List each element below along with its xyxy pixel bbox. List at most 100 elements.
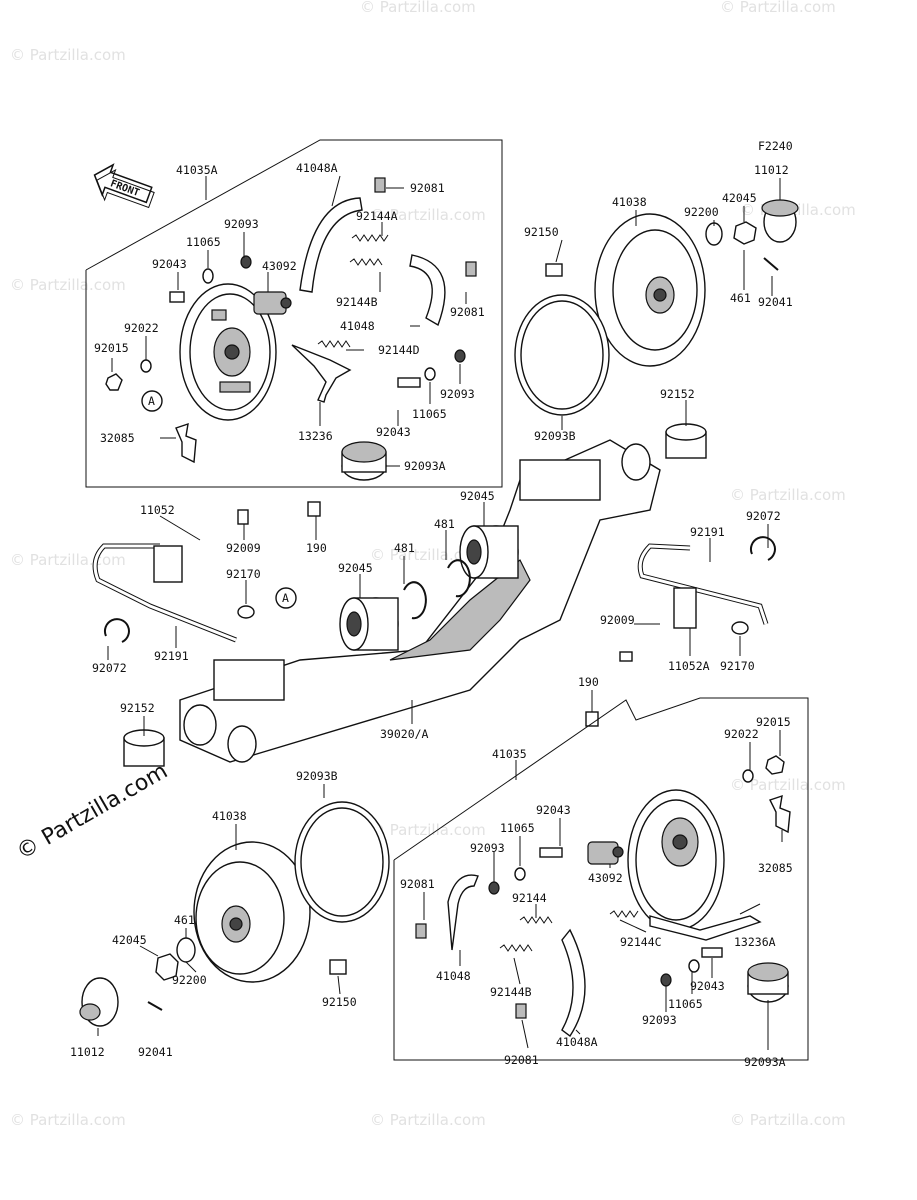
brake-drum-bot <box>193 841 311 983</box>
washer-92093-top2 <box>454 349 466 363</box>
nut-42045-top <box>733 221 757 245</box>
brake-shoe-top-1 <box>299 197 363 293</box>
collar-92152-bot <box>123 729 165 767</box>
label-41048a-top: 41048A <box>296 161 338 175</box>
axle-housing-39020a <box>179 439 661 763</box>
figure-code: F2240 <box>758 139 793 153</box>
label-92009-right: 92009 <box>600 613 635 627</box>
label-32085-bot: 32085 <box>758 861 793 875</box>
label-190-top: 190 <box>306 541 327 555</box>
label-92200-top: 92200 <box>684 205 719 219</box>
label-92200-bot: 92200 <box>172 973 207 987</box>
label-11012-bot: 11012 <box>70 1045 105 1059</box>
label-92152-bot: 92152 <box>120 701 155 715</box>
washer-92093-bot2 <box>660 973 672 987</box>
label-92093-bot2: 92093 <box>642 1013 677 1027</box>
label-92022-top: 92022 <box>124 321 159 335</box>
label-92072-left: 92072 <box>92 661 127 675</box>
clamp-92170-right <box>731 621 749 635</box>
clip-92081-bot1 <box>415 923 427 939</box>
brake-shoe-top-2 <box>409 254 446 327</box>
label-92045-mid: 92045 <box>338 561 373 575</box>
clip-92072-left <box>103 618 130 643</box>
pin-92043-bot1 <box>539 847 563 858</box>
label-11052a: 11052A <box>668 659 710 673</box>
clip-92081-top2 <box>465 261 477 277</box>
brake-shoe-bot-1 <box>447 874 479 951</box>
label-92191-left: 92191 <box>154 649 189 663</box>
bolt-92150-bot <box>329 959 347 975</box>
leader-lines <box>97 175 783 1050</box>
brake-hose-92191-right-inner <box>638 544 768 625</box>
bearing-92045-mid <box>339 597 399 651</box>
watermark: © Partzilla.com <box>10 46 126 64</box>
label-481-top: 481 <box>434 517 455 531</box>
callout-a-top <box>141 390 163 412</box>
watermark: © Partzilla.com <box>370 821 486 839</box>
pin-92043-top1 <box>169 291 185 303</box>
seal-92093a-top <box>341 441 387 481</box>
label-32085-top: 32085 <box>100 431 135 445</box>
brand-stamp: © Partzilla.com <box>13 759 173 866</box>
callout-a-mid <box>275 587 297 609</box>
label-13236a: 13236A <box>734 935 776 949</box>
label-92072-right: 92072 <box>746 509 781 523</box>
washer-92022-bot <box>742 769 754 783</box>
watermark: © Partzilla.com <box>730 776 846 794</box>
label-92043-top1: 92043 <box>152 257 187 271</box>
label-11012-top: 11012 <box>754 163 789 177</box>
spring-92144c <box>609 910 639 918</box>
cap-11012-bot <box>79 977 119 1027</box>
watermark: © Partzilla.com <box>10 1111 126 1129</box>
pin-92043-top2 <box>397 377 421 388</box>
spring-92144b-bot <box>499 944 533 952</box>
callout-a-mid-text: A <box>282 591 289 605</box>
label-11065-top2: 11065 <box>412 407 447 421</box>
watermark: © Partzilla.com <box>10 551 126 569</box>
label-92081-bot1: 92081 <box>400 877 435 891</box>
watermark: © Partzilla.com <box>720 0 836 16</box>
washer-11065-top1 <box>202 268 214 284</box>
watermark: © Partzilla.com <box>370 206 486 224</box>
clip-32085-top <box>175 422 197 464</box>
washer-92022-top <box>140 359 152 373</box>
label-461-bot: 461 <box>174 913 195 927</box>
bolt-92009-left <box>237 509 249 525</box>
seal-ring-92093b-top <box>514 294 610 416</box>
label-92144b-top: 92144B <box>336 295 378 309</box>
label-481-mid: 481 <box>394 541 415 555</box>
nut-92015-top <box>105 373 123 391</box>
washer-11065-bot1 <box>514 867 526 881</box>
brake-hose-92191-right <box>637 543 769 625</box>
label-92144: 92144 <box>512 891 547 905</box>
snap-ring-481-mid <box>403 581 427 620</box>
label-39020a: 39020/A <box>380 727 429 741</box>
label-92093-top2: 92093 <box>440 387 475 401</box>
label-92144b-bot: 92144B <box>490 985 532 999</box>
label-41048-top: 41048 <box>340 319 375 333</box>
clip-92081-bot2 <box>515 1003 527 1019</box>
label-190-bot: 190 <box>578 675 599 689</box>
label-11065-top1: 11065 <box>186 235 221 249</box>
backing-plate-bot <box>627 789 725 931</box>
part-labels: 41035A 41048A 92081 92093 11065 92144A 9… <box>70 161 793 1069</box>
watermark: © Partzilla.com <box>360 0 476 16</box>
pin-92043-bot2 <box>701 947 723 958</box>
bolt-190-top <box>307 501 321 517</box>
collar-92152-top <box>665 423 707 459</box>
label-92093-bot1: 92093 <box>470 841 505 855</box>
label-461-top: 461 <box>730 291 751 305</box>
label-92152-top: 92152 <box>660 387 695 401</box>
snap-ring-481-top <box>447 559 471 598</box>
clip-92081-top1 <box>374 177 386 193</box>
spring-92144d <box>317 340 351 348</box>
label-42045-bot: 42045 <box>112 933 147 947</box>
label-41048-bot: 41048 <box>436 969 471 983</box>
label-92170-right: 92170 <box>720 659 755 673</box>
label-41038-top: 41038 <box>612 195 647 209</box>
label-92043-bot1: 92043 <box>536 803 571 817</box>
clamp-92170-left <box>237 605 255 619</box>
wheel-cylinder-bot <box>587 841 624 865</box>
clip-32085-bot <box>769 794 791 834</box>
